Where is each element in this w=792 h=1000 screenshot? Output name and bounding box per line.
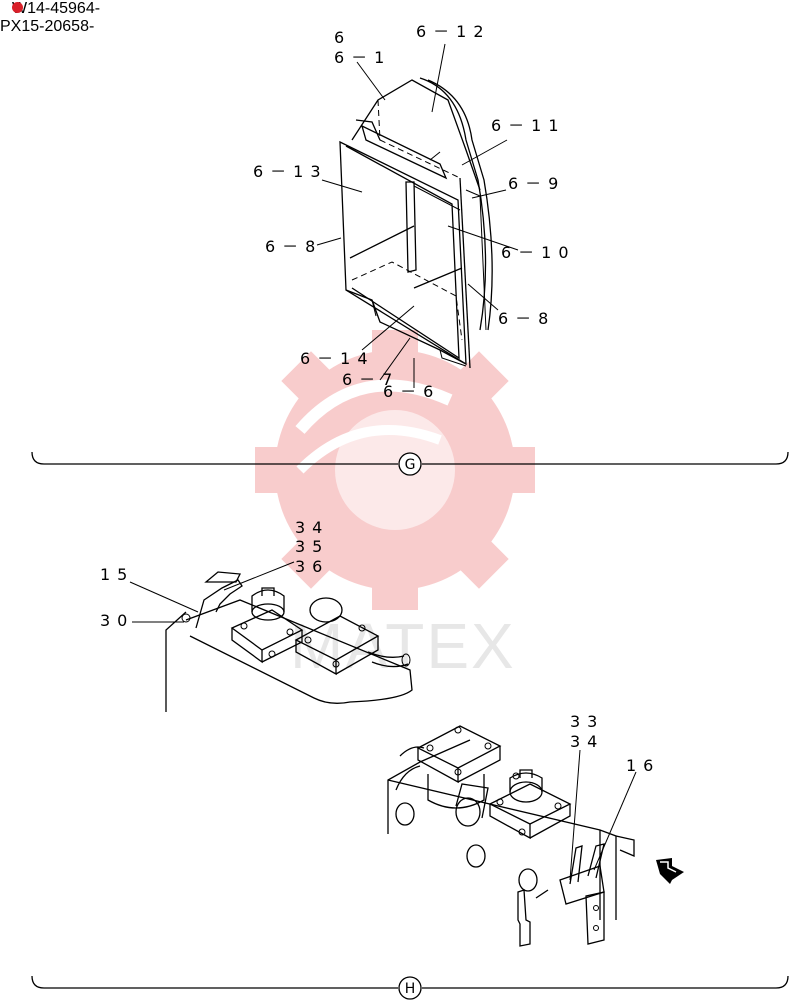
section-divider-h: H [31, 975, 789, 1000]
red-dot-icon [12, 2, 23, 13]
valve-plate-drawing-lower [387, 725, 684, 947]
callout-6-10: 6－10 [501, 243, 576, 262]
serial-range-1: W14-45964- [12, 0, 100, 18]
direction-arrow-icon [656, 858, 684, 884]
callout-6-8-left: 6－8 [265, 237, 322, 256]
callout-6-7: 6－7 [342, 370, 399, 389]
callout-6: 6 [334, 28, 351, 47]
leaders-h-upper [129, 561, 295, 623]
callout-6-1: 6－1 [334, 48, 391, 67]
callout-35: 35 [295, 537, 329, 556]
leaders-h-lower [569, 749, 637, 881]
callout-6-6: 6－6 [383, 382, 440, 401]
callout-36: 36 [295, 557, 329, 576]
callouts-h-lower: 33 34 16 [570, 712, 660, 775]
section-marker-g [398, 452, 422, 476]
callout-6-13: 6－13 [253, 162, 328, 181]
watermark-gear-logo [255, 330, 535, 610]
section-marker-g-label: G [405, 457, 416, 473]
section-marker-h-label: H [405, 981, 416, 997]
callout-34-top: 34 [295, 518, 329, 537]
callout-34-bottom: 34 [570, 732, 604, 751]
section-divider-g: G [31, 451, 789, 476]
serial-range-2: PX15-20658- [0, 18, 95, 35]
callouts-h-upper: 34 35 36 15 30 [100, 518, 329, 630]
callout-6-11: 6－11 [491, 116, 566, 135]
callout-33: 33 [570, 712, 604, 731]
watermark-text: MATEX [290, 610, 516, 682]
callout-6-14: 6－14 [300, 349, 375, 368]
callouts-g: 6 6－1 6－12 6－11 6－13 6－9 6－8 6－10 6－8 6－… [253, 22, 576, 401]
callout-30: 30 [100, 611, 134, 630]
callout-6-9: 6－9 [508, 174, 565, 193]
callout-15: 15 [100, 565, 134, 584]
leaders-g [316, 43, 519, 388]
callout-6-8-right: 6－8 [498, 309, 555, 328]
section-marker-h [398, 976, 422, 1000]
valve-plate-drawing-upper [165, 571, 413, 712]
serial-text-1: W14-45964- [12, 0, 101, 17]
callout-6-12: 6－12 [416, 22, 491, 41]
radiator-drawing [339, 77, 493, 369]
callout-16: 16 [626, 756, 660, 775]
